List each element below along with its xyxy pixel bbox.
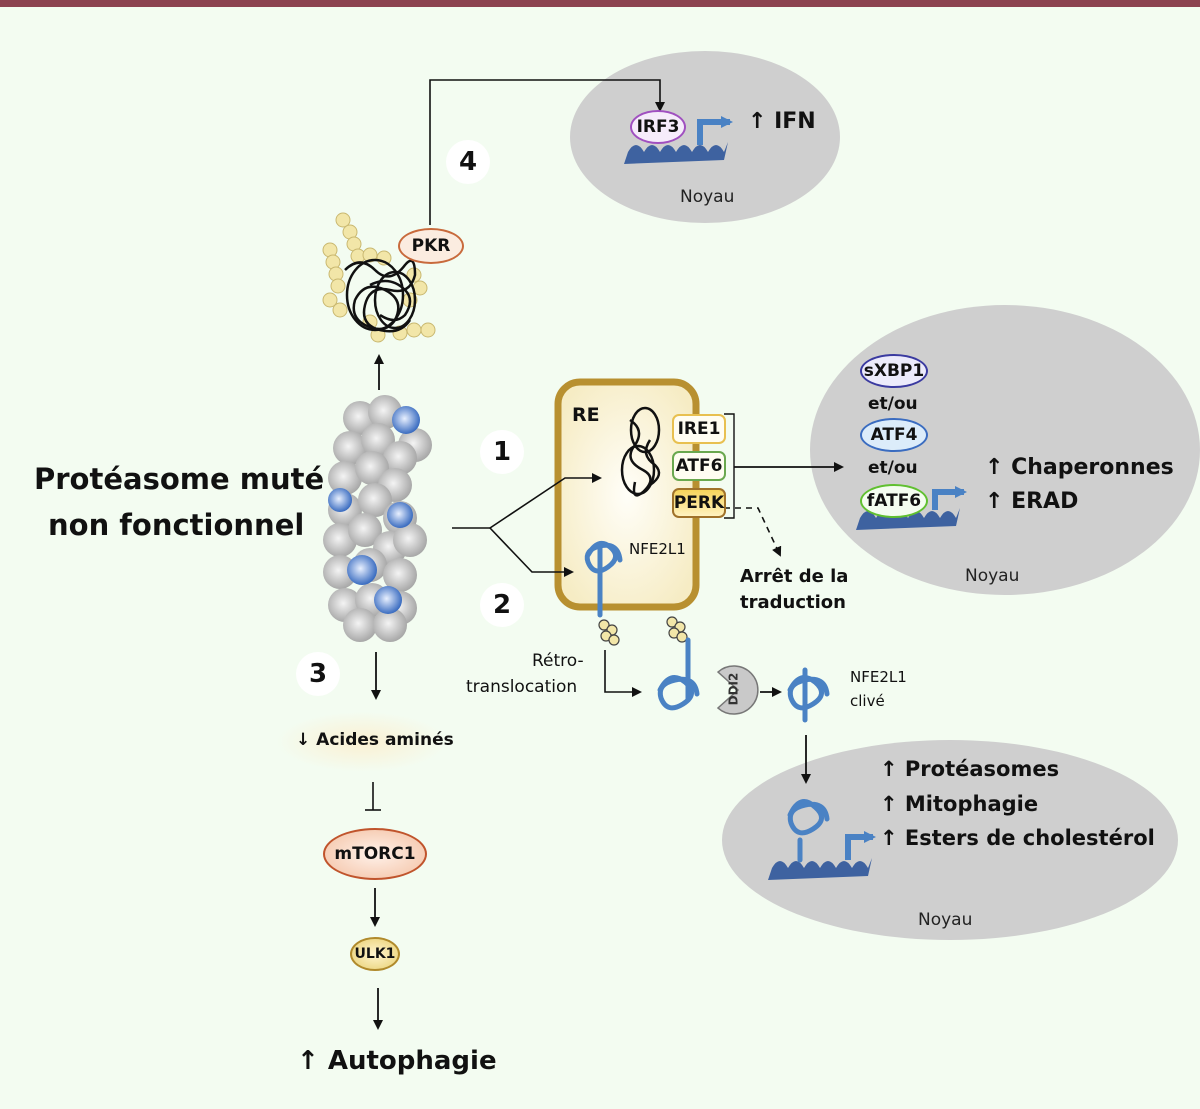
sensor-perk: PERK [672, 488, 726, 518]
nucleus-label-upr: Noyau [965, 566, 1020, 586]
arrow-to-nfe2l1 [489, 527, 574, 577]
sensor-ire1: IRE1 [672, 414, 726, 444]
irf3-badge: IRF3 [630, 110, 686, 144]
step-1-badge: 1 [480, 430, 524, 474]
output-chaperonnes: ↑ Chaperonnes [985, 455, 1174, 480]
step-2-badge: 2 [480, 583, 524, 627]
retro-label-line-2: translocation [466, 677, 578, 697]
sensor-bracket [724, 413, 735, 519]
ddi2-protease [716, 665, 759, 715]
pkr-badge: PKR [398, 228, 464, 264]
retrotranslocation-arrow [604, 650, 642, 697]
mutant-proteasome [323, 395, 432, 642]
output-mitophagie: ↑ Mitophagie [880, 792, 1039, 816]
nfe2l1-label-er: NFE2L1 [629, 540, 686, 558]
dna-ifn [624, 142, 728, 164]
nucleus-label-nfe2l1: Noyau [918, 910, 973, 930]
amino-acids-glow [277, 712, 447, 772]
step-4-badge: 4 [446, 140, 490, 184]
sensor-atf6: ATF6 [672, 451, 726, 481]
connector-1: et/ou [868, 394, 918, 414]
nfe2l1-nuclear-protein [787, 799, 830, 863]
amino-acids-label: ↓ Acides aminés [296, 730, 454, 750]
perk-dashed-arrow [724, 507, 782, 557]
autophagy-output: ↑ Autophagie [297, 1046, 497, 1076]
cleaved-label-line-2: clivé [850, 692, 885, 710]
ddi2-label: DDI2 [726, 672, 741, 706]
perk-output-line-2: traduction [740, 592, 846, 613]
arrow-to-er-lumen [489, 473, 602, 529]
factor-fatf6: fATF6 [860, 484, 928, 518]
cleaved-label-line-1: NFE2L1 [850, 668, 907, 686]
nfe2l1-protein-er [584, 540, 623, 618]
retro-label-line-1: Rétro- [532, 651, 584, 671]
step-3-badge: 3 [296, 652, 340, 696]
er-label: RE [572, 404, 600, 426]
factor-sxbp1: sXBP1 [860, 354, 928, 388]
perk-output-line-1: Arrêt de la [740, 566, 849, 587]
nucleus-ifn [570, 51, 840, 223]
title-line-1: Protéasome muté [34, 462, 325, 496]
output-erad: ↑ ERAD [985, 489, 1079, 514]
connector-2: et/ou [868, 458, 918, 478]
er-protein-aggregate [620, 406, 661, 497]
promoter-arrow-nfe2l1 [845, 831, 876, 860]
promoter-arrow-ifn [697, 116, 733, 145]
protein-aggregate-pkr [322, 212, 436, 343]
header-bar [0, 0, 1200, 7]
pkr-to-irf3-arrow [429, 79, 665, 225]
output-proteasomes: ↑ Protéasomes [880, 757, 1060, 781]
mtorc1-badge: mTORC1 [323, 828, 427, 880]
ifn-output: ↑ IFN [748, 109, 816, 134]
nfe2l1-cytosolic [657, 637, 700, 711]
factor-atf4: ATF4 [860, 418, 928, 452]
dna-nfe2l1 [768, 858, 872, 880]
nfe2l1-cleaved-protein [787, 667, 830, 723]
ulk1-badge: ULK1 [350, 937, 400, 971]
promoter-arrow-upr [932, 486, 967, 510]
ubiquitin-chain-2 [666, 616, 688, 643]
nucleus-label-ifn: Noyau [680, 187, 735, 207]
title-line-2: non fonctionnel [48, 508, 305, 542]
ubiquitin-chain-1 [598, 619, 620, 646]
nucleus-upr [810, 305, 1200, 595]
output-esters: ↑ Esters de cholestérol [880, 826, 1155, 850]
nucleus-nfe2l1 [722, 740, 1178, 940]
